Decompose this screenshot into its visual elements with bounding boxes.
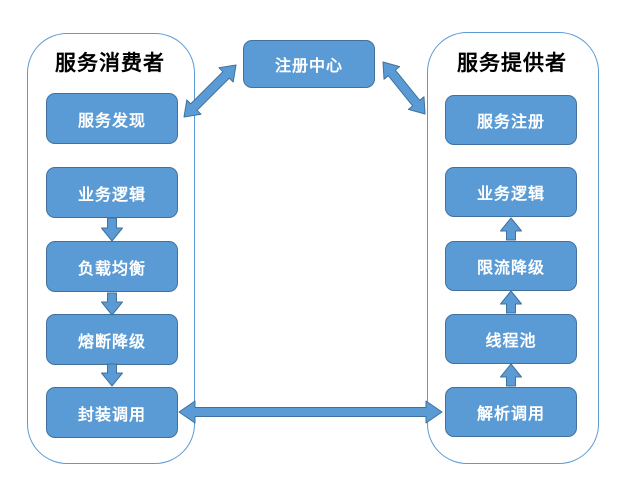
node-wrap-invocation: 封装调用 [46,387,178,438]
node-circuit-breaker-degrade: 熔断降级 [46,314,178,365]
arrow-registry-registration-bidirectional [382,61,426,115]
consumer-panel-title: 服务消费者 [55,52,165,75]
node-thread-pool: 线程池 [445,314,577,364]
node-rate-limit-degrade: 限流降级 [445,241,577,291]
node-service-registration: 服务注册 [445,95,577,145]
node-parse-invocation: 解析调用 [445,387,577,437]
node-consumer-business-logic: 业务逻辑 [46,167,178,218]
arrow-wrap-parse-bidirectional [178,400,443,424]
node-load-balancing: 负载均衡 [46,241,178,292]
node-service-discovery: 服务发现 [46,93,178,144]
node-provider-business-logic: 业务逻辑 [445,167,577,217]
provider-panel-title: 服务提供者 [457,52,567,75]
node-registry-center: 注册中心 [243,40,375,88]
